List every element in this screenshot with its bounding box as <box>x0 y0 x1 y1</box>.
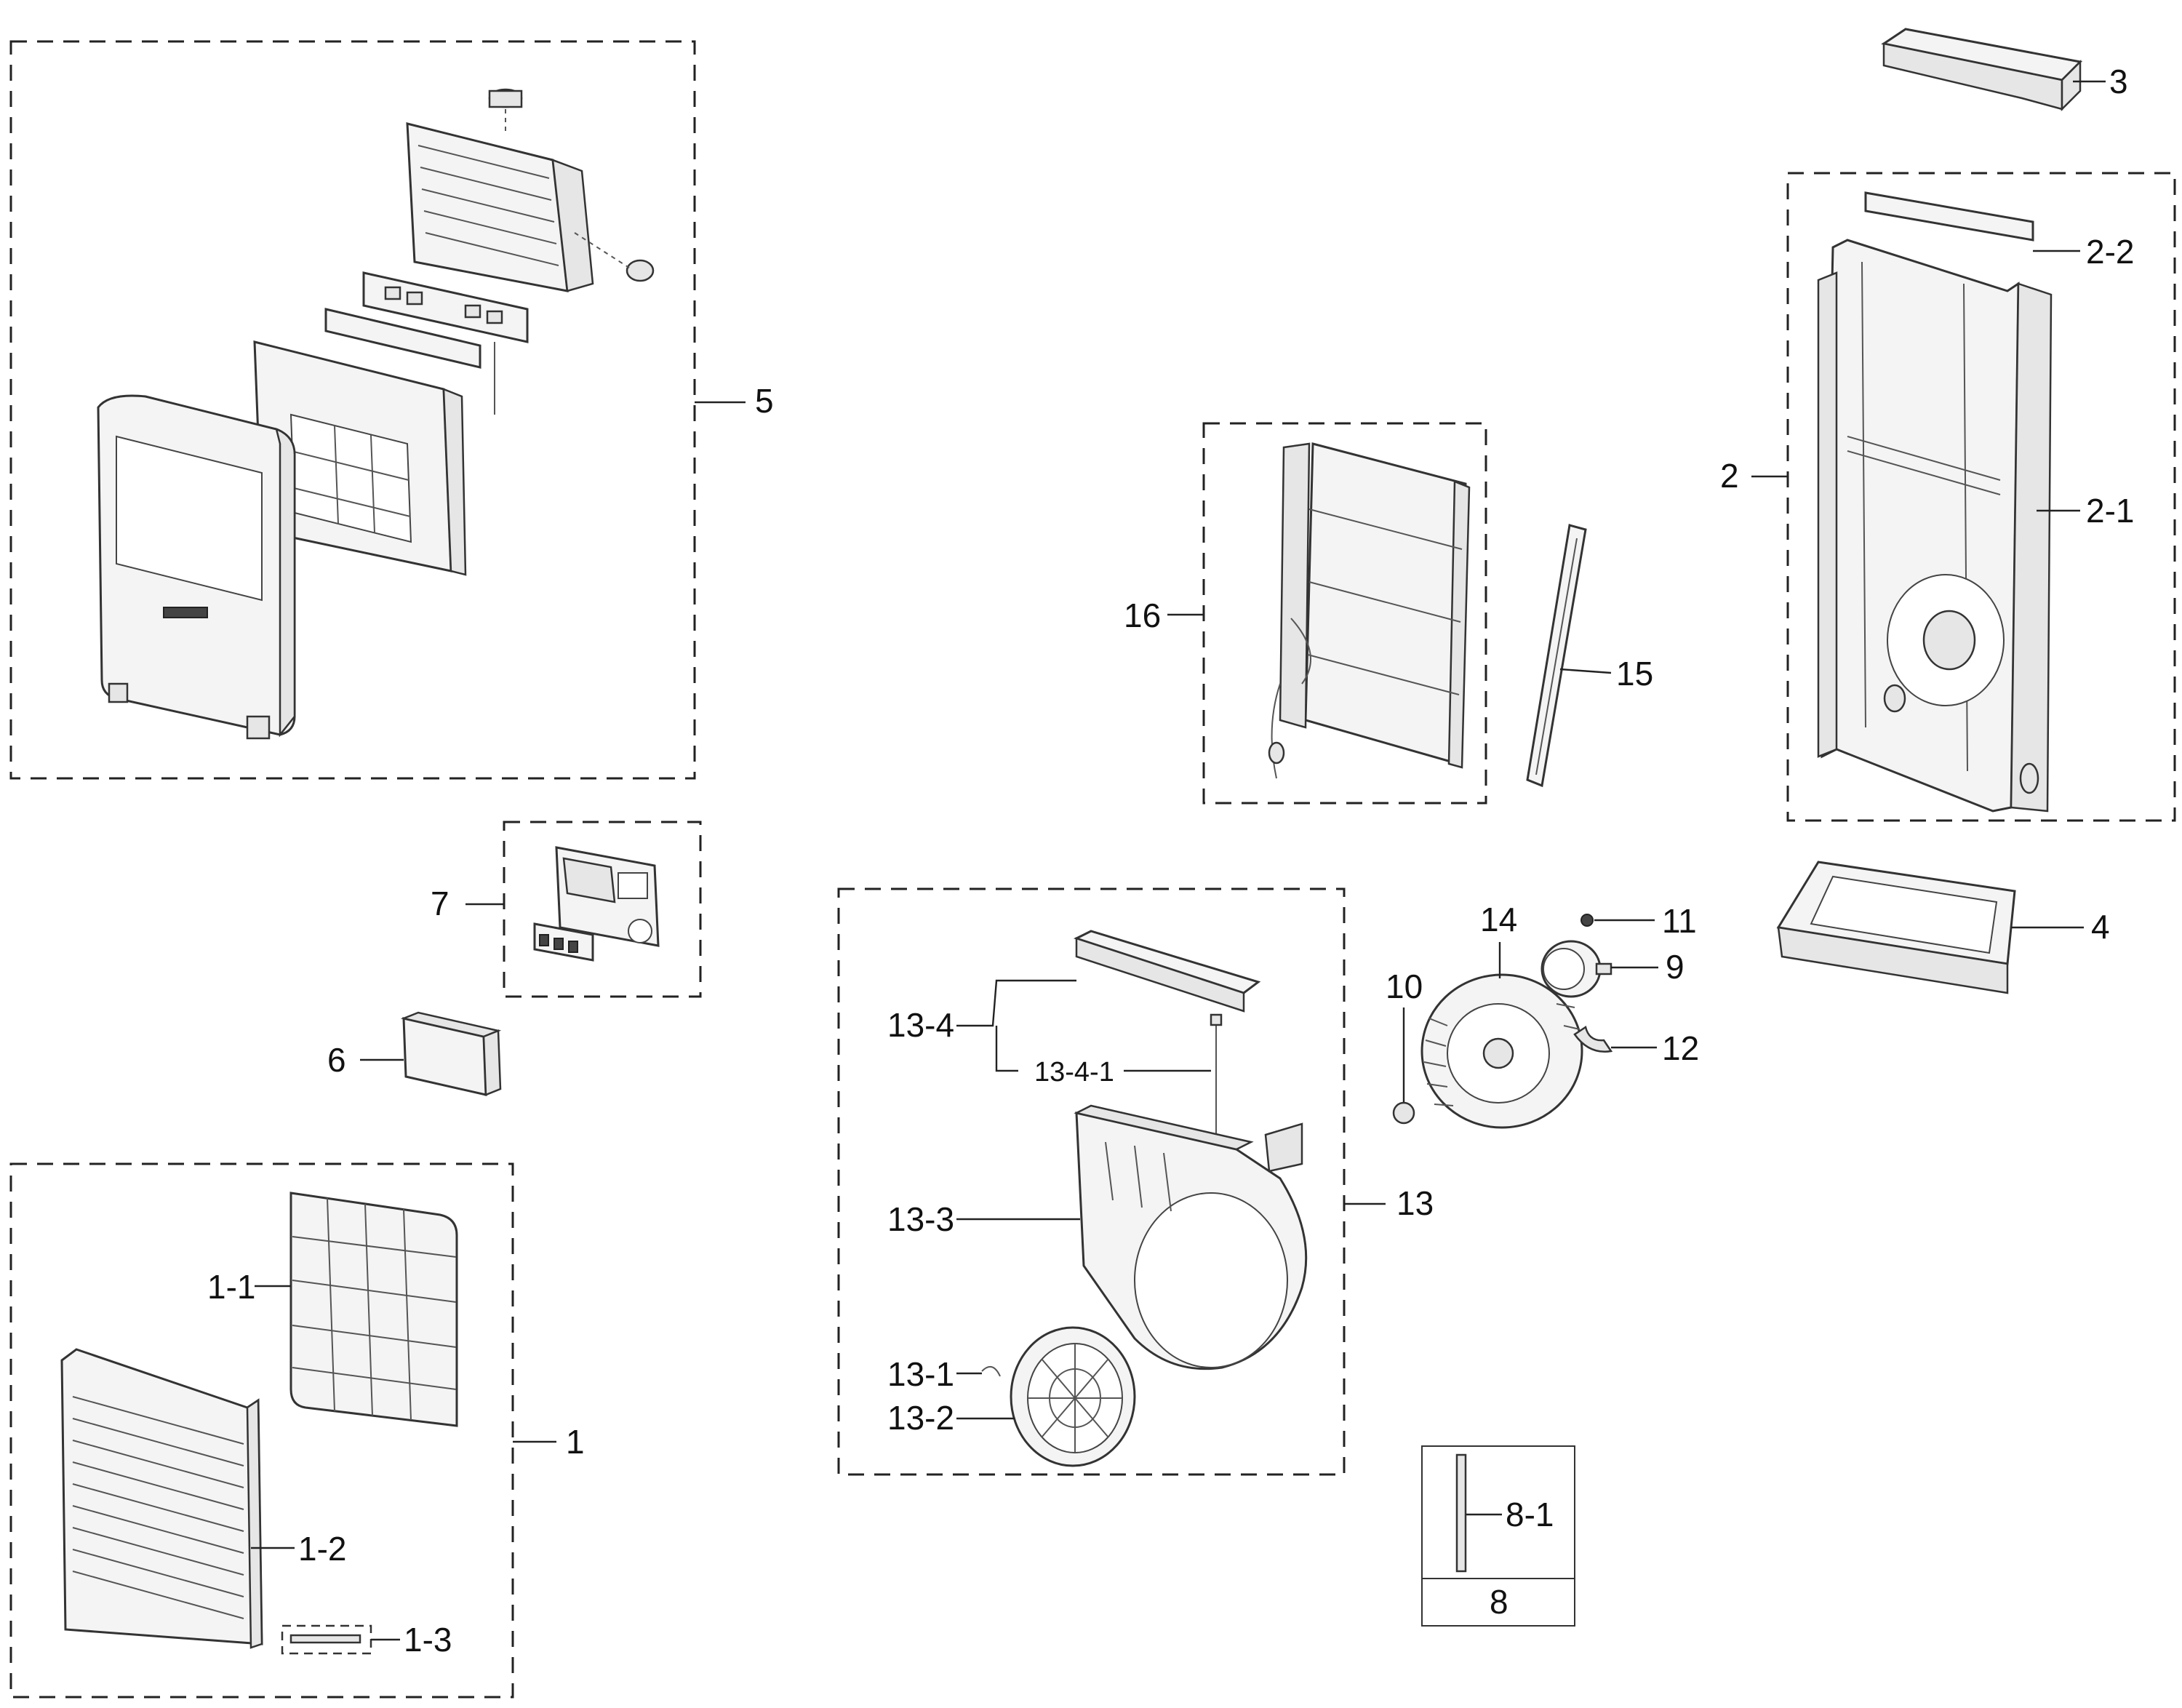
part-display-strip-illustration <box>324 271 529 415</box>
part-9-motor: 9 <box>1540 940 1685 998</box>
part-15-side-strip: 15 <box>1526 524 1653 788</box>
part-8-1-strip <box>1455 1453 1467 1573</box>
leader-15 <box>1559 668 1612 674</box>
group-1-grille-filter: 1-1 1-2 1-3 1 <box>9 1162 585 1699</box>
part-scroll-housing-illustration <box>1074 1104 1308 1370</box>
part-12-bracket: 12 <box>1573 1025 1699 1067</box>
part-cabinet-illustration <box>1817 191 2053 813</box>
part-top-bracket-illustration <box>1074 930 1261 1135</box>
group-16-heat-exchanger: 16 <box>1124 422 1487 805</box>
part-3-top-cover: 3 <box>1881 28 2128 112</box>
group-2-box <box>1786 172 2176 822</box>
leader-13-4 <box>956 979 1076 1072</box>
label-3: 3 <box>2109 63 2128 100</box>
group-7-box <box>503 821 702 998</box>
part-inner-frame-illustration <box>253 340 467 576</box>
part-clip-illustration <box>981 1365 1001 1377</box>
label-11: 11 <box>1662 902 1697 940</box>
part-front-cover-illustration <box>97 394 296 740</box>
label-2: 2 <box>1720 457 1739 495</box>
label-2-1: 2-1 <box>2086 492 2134 530</box>
part-fan-guard-illustration <box>1010 1326 1136 1467</box>
part-small-bar-illustration <box>281 1624 372 1655</box>
part-11-screw: 11 <box>1580 902 1697 940</box>
label-13-4: 13-4 <box>887 1006 954 1044</box>
group-1-box <box>9 1162 514 1699</box>
label-13-4-1: 13-4-1 <box>1034 1057 1114 1088</box>
label-1-1: 1-1 <box>207 1268 255 1306</box>
part-4-drain-tray: 4 <box>1776 861 2110 994</box>
group-8-strip-kit: 8-1 8 <box>1421 1445 1575 1627</box>
label-6: 6 <box>327 1041 346 1079</box>
part-grille-illustration <box>60 1348 263 1649</box>
group-2-cabinet: 2-2 2-1 2 <box>1720 172 2176 822</box>
label-13-1: 13-1 <box>887 1355 954 1393</box>
group-5-box <box>9 40 696 780</box>
part-pcb-illustration <box>533 846 660 962</box>
part-6-box: 6 <box>327 1011 502 1096</box>
group-5-front-panel-assembly: 5 <box>9 40 774 780</box>
part-heat-exchanger-illustration <box>1268 442 1471 779</box>
group-7-pcb-assembly: 7 <box>431 821 702 998</box>
label-14: 14 <box>1480 901 1517 938</box>
label-13-3: 13-3 <box>887 1200 954 1238</box>
group-13-box <box>837 887 1346 1476</box>
label-8: 8 <box>1490 1583 1508 1621</box>
label-7: 7 <box>431 885 449 922</box>
part-14-blower-wheel: 14 <box>1420 901 1583 1129</box>
part-control-box-illustration <box>406 88 655 292</box>
label-1-3: 1-3 <box>404 1621 452 1659</box>
label-2-2: 2-2 <box>2086 233 2134 271</box>
group-8-box <box>1421 1445 1575 1627</box>
label-1: 1 <box>566 1423 585 1461</box>
label-16: 16 <box>1124 596 1161 634</box>
label-5: 5 <box>755 382 774 420</box>
group-16-box <box>1202 422 1487 805</box>
label-8-1: 8-1 <box>1506 1496 1554 1533</box>
label-12: 12 <box>1662 1029 1699 1067</box>
label-9: 9 <box>1666 948 1685 986</box>
label-10: 10 <box>1386 967 1423 1005</box>
label-15: 15 <box>1616 655 1653 693</box>
part-filter-illustration <box>289 1192 458 1427</box>
label-1-2: 1-2 <box>298 1530 346 1568</box>
group-13-fan-housing: 13-4 13-4-1 13-3 13-1 13-2 13 <box>837 887 1434 1476</box>
part-10-nut: 10 <box>1386 967 1423 1125</box>
label-4: 4 <box>2091 908 2110 946</box>
label-13-2: 13-2 <box>887 1399 954 1437</box>
label-13: 13 <box>1396 1184 1434 1222</box>
